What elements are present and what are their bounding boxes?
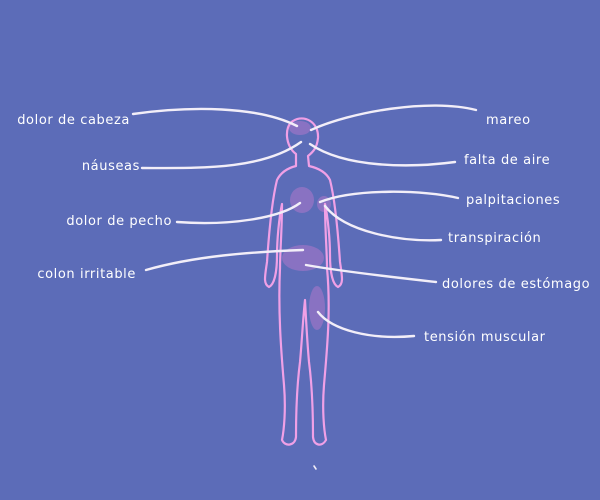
label-mareo: mareo: [486, 113, 531, 128]
label-colon-irritable: colon irritable: [37, 267, 136, 282]
line-palpitaciones: [318, 190, 460, 204]
lungs-area: [290, 187, 314, 213]
body-outline: [263, 117, 344, 446]
label-dolor-de-pecho: dolor de pecho: [66, 214, 172, 229]
line-colon-irritable: [144, 248, 305, 272]
line-dolores-de-estomago: [304, 263, 438, 284]
thigh-muscle-area: [309, 286, 325, 330]
line-mareo: [309, 104, 478, 132]
line-transpiracion: [323, 204, 443, 242]
line-dolor-de-cabeza: [131, 107, 299, 128]
small-mark: [313, 465, 317, 470]
label-nauseas: náuseas: [81, 159, 140, 174]
label-falta-de-aire: falta de aire: [464, 153, 551, 168]
line-nauseas: [140, 140, 303, 170]
label-dolores-de-estomago: dolores de estómago: [442, 277, 591, 292]
line-tension-muscular: [316, 310, 416, 339]
line-falta-de-aire: [308, 142, 457, 167]
line-dolor-de-pecho: [175, 201, 302, 225]
label-palpitaciones: palpitaciones: [466, 193, 561, 208]
label-dolor-de-cabeza: dolor de cabeza: [17, 113, 130, 128]
label-tension-muscular: tensión muscular: [424, 330, 546, 345]
label-transpiracion: transpiración: [448, 231, 542, 246]
